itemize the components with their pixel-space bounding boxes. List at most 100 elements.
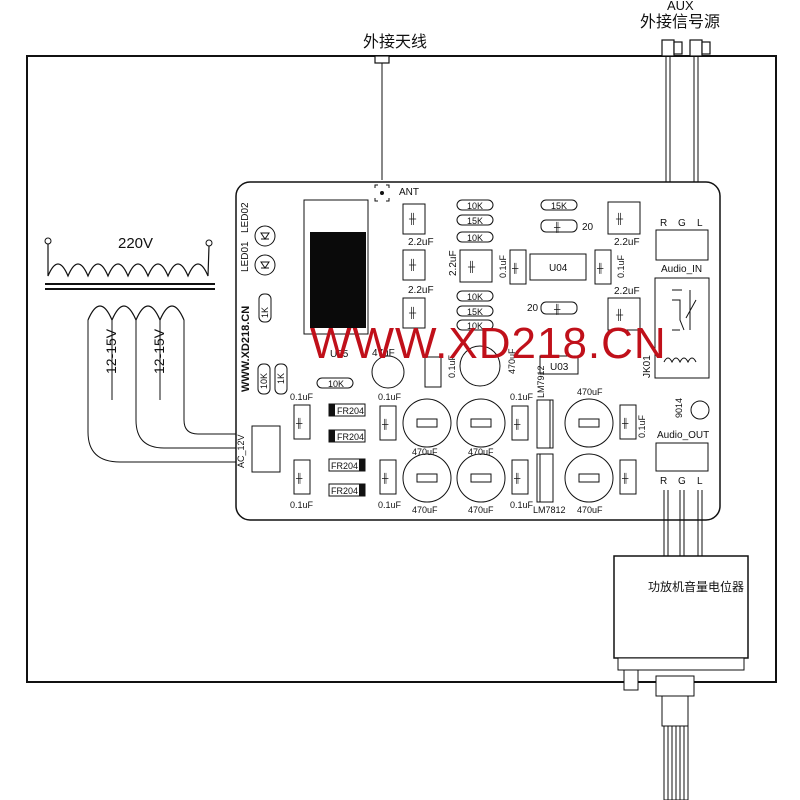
cap-01-j-label: 0.1uF	[637, 414, 647, 438]
audio-out-connector	[655, 442, 709, 472]
transformer: 220V 12-15V 12-15V	[44, 235, 250, 463]
antenna-pcb-label: ANT	[399, 187, 419, 198]
cap-01-g-label: 0.1uF	[378, 500, 402, 510]
diodes: FR204 FR204 FR204 FR204	[328, 403, 366, 497]
cap-22-c-label: 2.2uF	[448, 250, 459, 276]
led1-label: LED01	[240, 241, 251, 272]
svg-text:╫: ╫	[295, 417, 303, 429]
resistor-15k-c	[540, 199, 578, 211]
resistor-15k-c-label: 15K	[551, 201, 567, 211]
cap-01-g	[379, 459, 397, 495]
svg-text:╫: ╫	[553, 303, 561, 315]
antenna-label: 外接天线	[363, 32, 427, 51]
mains-label: 220V	[118, 235, 153, 252]
resistor-10k-h-label: 10K	[328, 379, 344, 389]
aux-sub: 外接信号源	[640, 12, 720, 31]
cap-01-f-label: 0.1uF	[378, 392, 402, 402]
audio-in-r: R	[660, 218, 667, 229]
svg-text:FR204: FR204	[331, 461, 358, 471]
cap-01-a-label: 0.1uF	[498, 254, 508, 278]
cap-01-i	[511, 459, 529, 495]
svg-text:╫: ╫	[513, 418, 521, 430]
cap-01-u04-left	[509, 249, 527, 285]
resistor-stack-mid: 10K 15K 10K	[456, 290, 494, 331]
cap-470-c-label: 470uF	[468, 447, 494, 457]
pot-label: 功放机音量电位器	[648, 579, 744, 594]
cap-01-d	[293, 404, 311, 440]
led1	[254, 225, 276, 247]
audio-in-l: L	[697, 218, 703, 229]
u03-ic	[539, 355, 579, 375]
num-20-b: 20	[527, 303, 539, 314]
audio-out-g: G	[678, 476, 686, 487]
u04-label: U04	[549, 263, 568, 274]
svg-text:10K: 10K	[467, 233, 483, 243]
cap-22-e-label: 2.2uF	[614, 286, 640, 297]
q9014-label: 9014	[674, 398, 684, 418]
svg-text:15K: 15K	[467, 307, 483, 317]
svg-text:╫: ╫	[511, 262, 519, 274]
svg-text:╫: ╫	[553, 221, 561, 233]
trim-cap-top	[540, 219, 578, 233]
cap-470-b-label: 470uF	[412, 447, 438, 457]
lm7812-label: LM7812	[533, 505, 566, 515]
svg-text:╫: ╫	[621, 417, 629, 429]
cap-01-i-label: 0.1uF	[510, 500, 534, 510]
u05-label: U05	[330, 349, 349, 360]
aux-title: AUX	[667, 0, 694, 13]
svg-text:2.2uF: 2.2uF	[408, 285, 434, 296]
svg-text:╫: ╫	[295, 472, 303, 484]
cap-01-e-label: 0.1uF	[290, 500, 314, 510]
cap-01-h-label: 0.1uF	[510, 392, 534, 402]
svg-text:╫: ╫	[408, 306, 417, 320]
ac-connector	[251, 425, 281, 473]
svg-text:╫: ╫	[621, 472, 629, 484]
secondary-left-label: 12-15V	[103, 328, 119, 374]
cap-470-a-label: 470uF	[507, 348, 517, 374]
resistor-1k-a	[258, 293, 272, 323]
cap-22-col1: ╫ 2.2uF ╫ 2.2uF ╫	[402, 203, 434, 329]
resistor-1k-v	[274, 363, 288, 395]
cap-01-h	[511, 405, 529, 441]
cap-01-d-label: 0.1uF	[290, 392, 314, 402]
secondary-right-label: 12-15V	[151, 328, 167, 374]
cap-22-c	[459, 249, 493, 283]
audio-out-label: Audio_OUT	[657, 430, 709, 441]
watermark: WWW.XD218.CN	[310, 319, 667, 368]
resistor-10k-v	[257, 363, 271, 395]
cap-01-e	[293, 459, 311, 495]
cap-470-e-label: 470uF	[468, 505, 494, 515]
enclosure-outline	[26, 55, 777, 683]
cap-47-label: 47uF	[372, 348, 395, 359]
u05-body	[310, 232, 366, 328]
svg-text:10K: 10K	[467, 201, 483, 211]
led2	[254, 254, 276, 276]
cap-22-d	[607, 201, 641, 235]
resistor-1k-a-label: 1K	[260, 307, 270, 318]
ac-connector-label: AC_12V	[236, 434, 246, 468]
svg-text:FR204: FR204	[337, 432, 364, 442]
trim-cap-mid	[540, 301, 578, 315]
svg-text:10K: 10K	[467, 292, 483, 302]
svg-text:╫: ╫	[381, 472, 389, 484]
u03-label: U03	[550, 362, 569, 373]
svg-text:15K: 15K	[467, 216, 483, 226]
cap-22-e	[607, 297, 641, 331]
svg-text:╫: ╫	[596, 262, 604, 274]
svg-text:╫: ╫	[408, 258, 417, 272]
cap-01-k	[619, 459, 637, 495]
svg-text:10K: 10K	[467, 321, 483, 331]
cap-22-d-label: 2.2uF	[614, 237, 640, 248]
jk01-label: JK01	[642, 355, 653, 378]
cap-47uf	[371, 355, 405, 389]
lm7812	[536, 453, 554, 503]
svg-text:FR204: FR204	[337, 406, 364, 416]
resistor-10k-v-label: 10K	[259, 373, 269, 389]
svg-text:2.2uF: 2.2uF	[408, 237, 434, 248]
cap-01-f	[379, 405, 397, 441]
svg-text:╫: ╫	[615, 212, 624, 226]
resistor-10k-h	[316, 377, 354, 389]
cap-01-c-label: 0.1uF	[447, 354, 457, 378]
cap-470-top	[459, 345, 501, 387]
